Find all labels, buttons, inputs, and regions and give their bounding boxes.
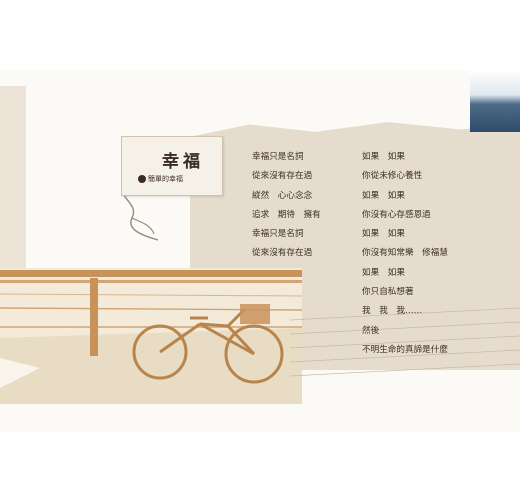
sea-photo-corner bbox=[470, 70, 520, 132]
poem-line: 然後 bbox=[362, 325, 380, 336]
book-spread bbox=[0, 70, 520, 432]
poem-line: 如果 如果 bbox=[362, 190, 405, 201]
decorative-lines bbox=[290, 307, 520, 377]
poem-line: 從來沒有存在過 bbox=[252, 248, 313, 259]
poem-line: 你沒有心存感恩過 bbox=[362, 209, 431, 220]
poem-line: 縱然 心心念念 bbox=[252, 190, 313, 201]
poem-column-1: 幸福只是名詞 從來沒有存在過 縱然 心心念念 追求 期待 擁有 幸福只是名詞 從… bbox=[252, 148, 321, 264]
poem-line: 幸福只是名詞 bbox=[252, 229, 304, 240]
subtitle-text: 簡單的幸福 bbox=[148, 175, 183, 183]
poem-line: 從來沒有存在過 bbox=[252, 171, 313, 182]
page-title: 幸福 bbox=[162, 152, 204, 172]
poem-line: 幸福只是名詞 bbox=[252, 152, 304, 162]
badge-icon bbox=[138, 175, 146, 183]
poem-line: 你沒有知常樂 修福慧 bbox=[362, 248, 448, 259]
poem-line: 我 我 我…… bbox=[362, 306, 423, 317]
poem-line: 不明生命的真諦是什麼 bbox=[362, 344, 448, 355]
poem-line: 如果 如果 bbox=[362, 267, 405, 278]
poem-line: 如果 如果 bbox=[362, 229, 405, 240]
bicycle-railing-photo bbox=[0, 268, 302, 404]
poem-column-2: 如果 如果 你從未修心養性 如果 如果 你沒有心存感恩過 如果 如果 你沒有知常… bbox=[362, 148, 448, 360]
poem-line: 你只自私想著 bbox=[362, 287, 414, 298]
title-tag: 幸福 簡單的幸福 bbox=[121, 136, 223, 196]
poem-line: 你從未修心養性 bbox=[362, 171, 423, 182]
poem-line: 如果 如果 bbox=[362, 152, 405, 162]
poem-line: 追求 期待 擁有 bbox=[252, 209, 321, 220]
tag-subtitle: 簡單的幸福 bbox=[138, 174, 183, 184]
